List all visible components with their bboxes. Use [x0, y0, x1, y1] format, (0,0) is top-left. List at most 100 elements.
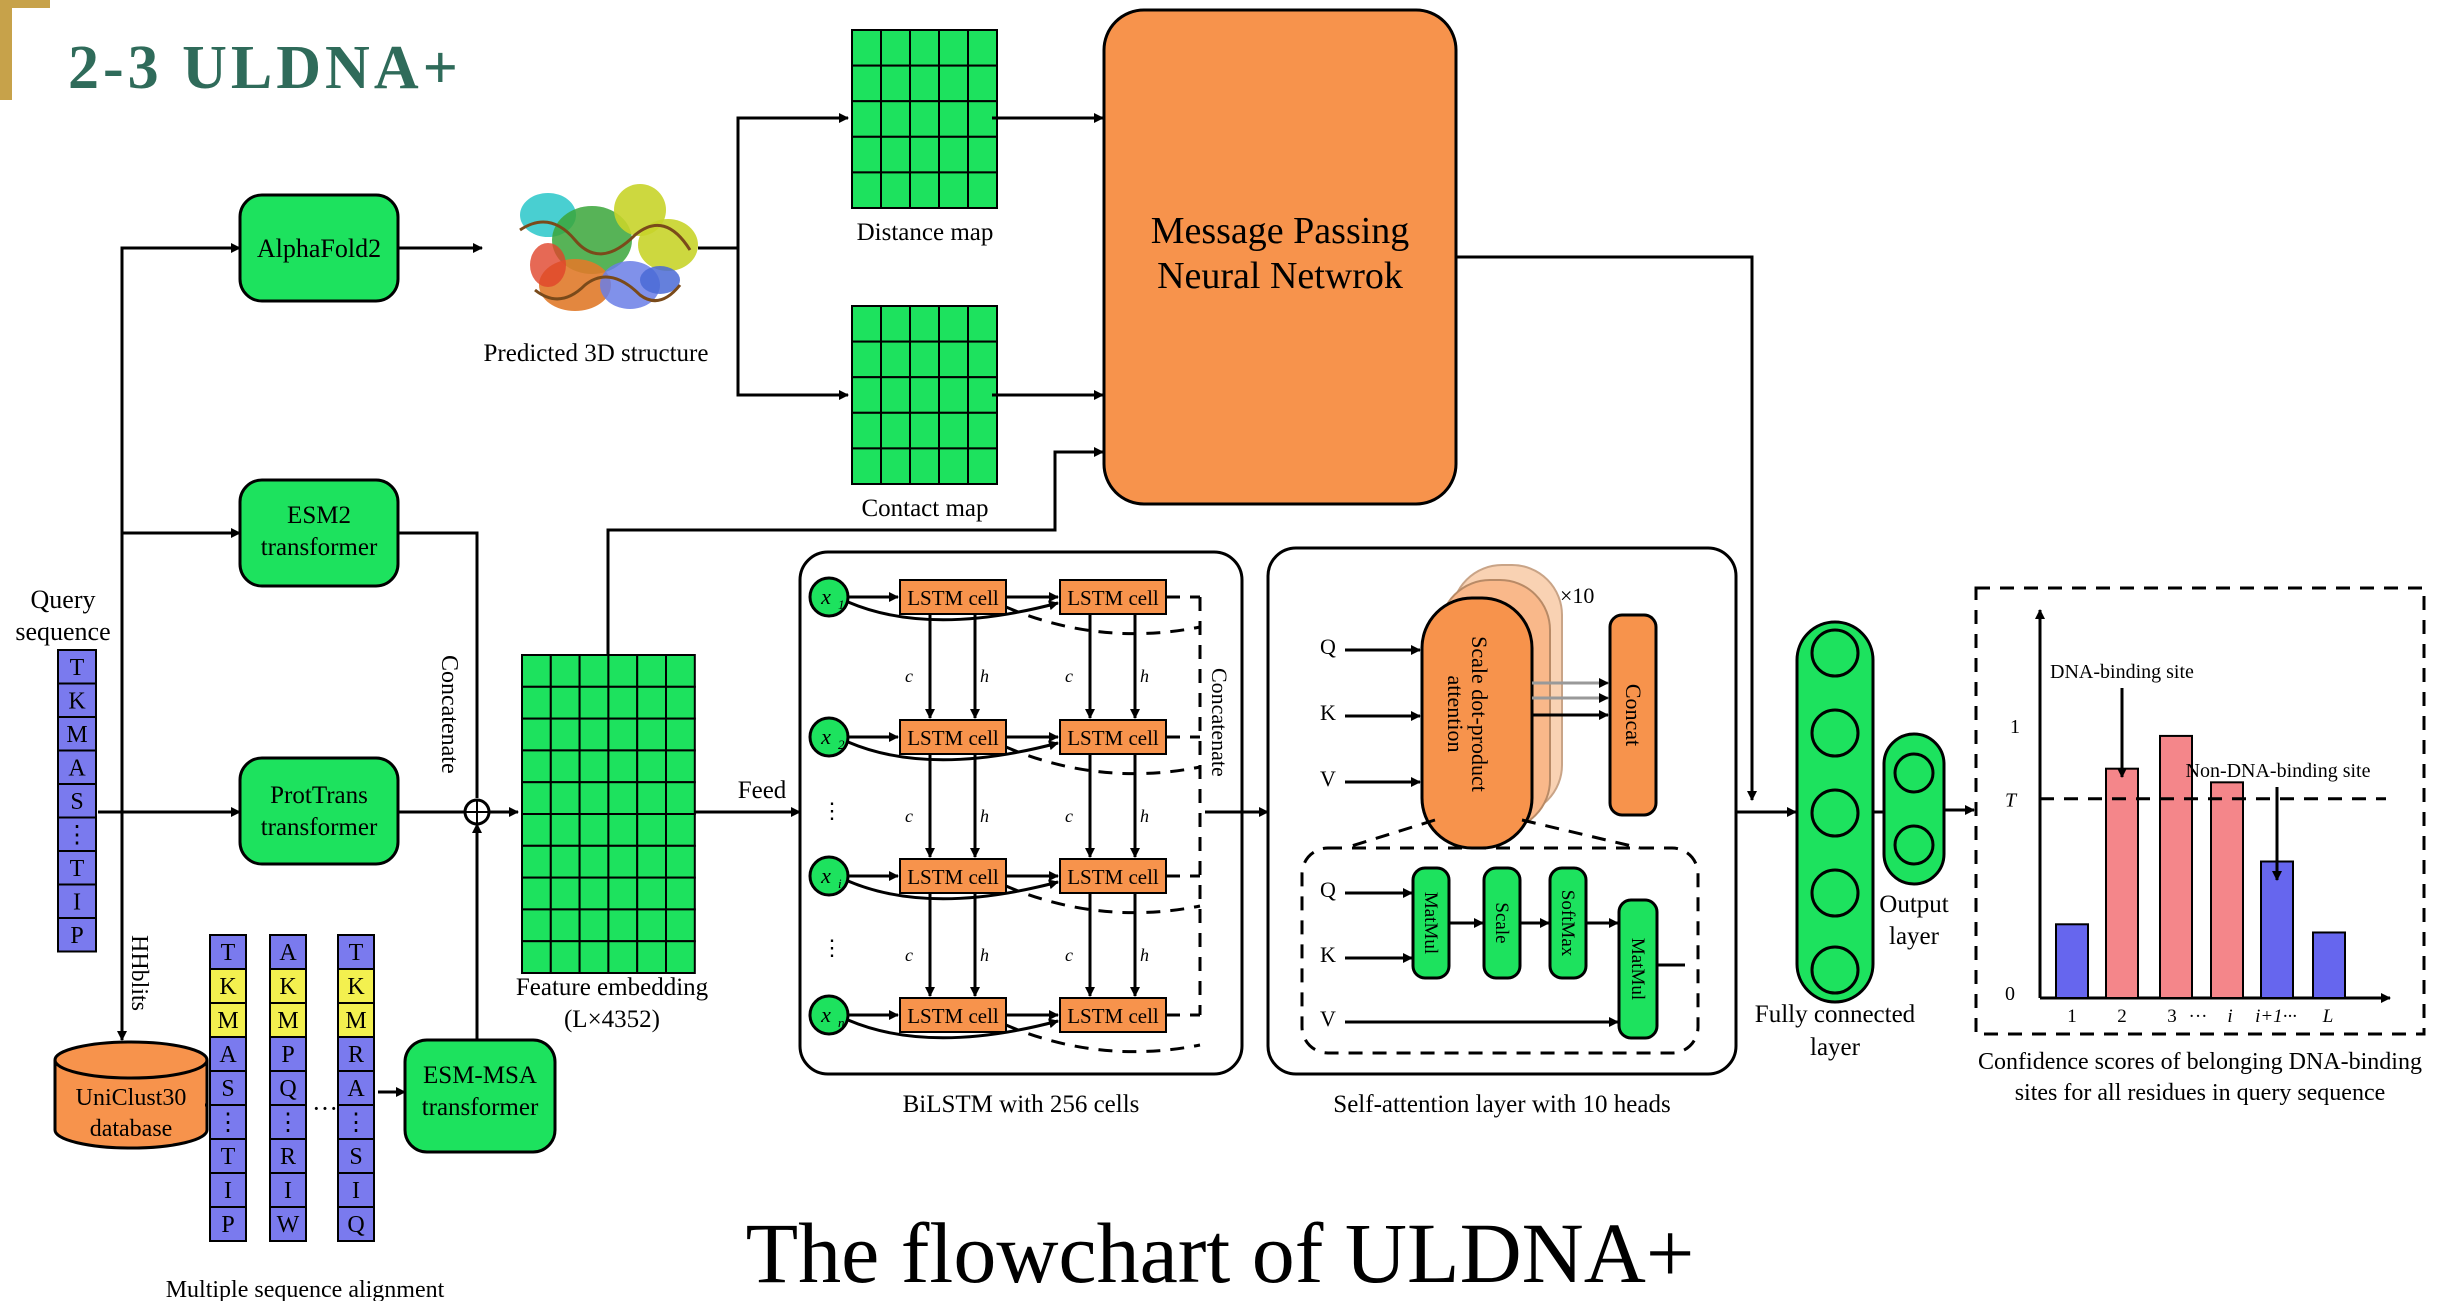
confidence-bar [2260, 860, 2294, 999]
msa-col-2-residue: R [280, 1144, 296, 1170]
fc-neuron [1810, 945, 1860, 995]
feature-cell [549, 940, 581, 975]
msa-col-3-residue: T [349, 940, 364, 966]
feature-cell [549, 876, 581, 911]
contact-cell [938, 305, 969, 343]
lstm-cell-label: LSTM cell [907, 726, 999, 750]
feature-cell [521, 908, 552, 943]
x-tick: i+1··· [2255, 1006, 2297, 1027]
esm2-box [238, 478, 400, 588]
cell-state-label: c [905, 666, 913, 686]
output-neuron-2 [1893, 824, 1935, 866]
bilstm-input-label: x [820, 1002, 831, 1027]
msa-col-1-cell [209, 1104, 247, 1140]
contact-cell [909, 411, 940, 450]
contact-cell [851, 447, 882, 485]
feature-cell [665, 685, 696, 720]
contact-cell [880, 411, 911, 450]
contact-cell [880, 447, 911, 485]
contact-cell [851, 305, 882, 343]
contact-cell [851, 340, 882, 379]
feature-cell [665, 813, 696, 847]
msa-col-1-residue: T [221, 940, 236, 966]
feature-cell [521, 940, 552, 975]
query-label-1: Query [31, 585, 96, 614]
feature-cell [521, 717, 552, 752]
feature-cell [578, 781, 610, 816]
msa-col-1-cell [209, 1206, 247, 1242]
msa-col-3-residue: A [347, 1076, 365, 1102]
msa-col-1-residue: T [221, 1144, 236, 1170]
contact-cell [851, 376, 882, 414]
contact-cell [967, 447, 998, 485]
query-residue: I [73, 889, 81, 915]
query-residue: S [70, 789, 83, 815]
query-residue: M [66, 722, 87, 748]
msa-col-1-residue: P [221, 1212, 234, 1238]
distance-cell [851, 29, 882, 67]
feature-cell [549, 717, 581, 752]
feature-cell [578, 654, 610, 688]
distance-cell [880, 171, 911, 209]
detail-k: K [1320, 942, 1336, 967]
feature-cell [665, 940, 696, 975]
x-tick: 2 [2117, 1006, 2127, 1027]
msa-col-3-residue: ⋮ [344, 1110, 368, 1136]
fc-neurons [1810, 628, 1860, 995]
feature-cell [521, 685, 552, 720]
concat-label: Concat [1621, 684, 1646, 746]
qkv-q: Q [1320, 634, 1336, 659]
msa-col-3-residue: S [349, 1144, 362, 1170]
output-neuron-1 [1893, 752, 1935, 794]
bilstm-ellipsis: ⋮ [821, 935, 843, 960]
query-cell [57, 816, 97, 852]
qkv-v: V [1320, 766, 1336, 791]
contact-cell [880, 305, 911, 343]
structure-label: Predicted 3D structure [484, 340, 709, 367]
contact-map-grid [851, 305, 998, 485]
msa-col-3-cell [337, 968, 375, 1004]
feature-cell [549, 813, 581, 847]
feature-cell [665, 749, 696, 784]
bilstm-input-subscript: 1 [838, 597, 845, 612]
fc-neuron [1810, 628, 1860, 678]
feature-cell [549, 685, 581, 720]
cell-state-label: c [1065, 806, 1073, 826]
feature-cell [607, 685, 639, 720]
distance-map-label: Distance map [857, 219, 994, 246]
feature-label-1: Feature embedding [516, 974, 709, 1001]
msa-col-3-cell [337, 1036, 375, 1072]
feature-cell [549, 908, 581, 943]
contact-cell [880, 340, 911, 379]
x-tick: 1 [2067, 1006, 2077, 1027]
lstm-cell-label: LSTM cell [1067, 1004, 1159, 1028]
contact-cell [967, 305, 998, 343]
distance-cell [938, 100, 969, 138]
bilstm-input-subscript: n [838, 1015, 845, 1030]
distance-cell [938, 135, 969, 174]
lstm-cell-label: LSTM cell [1067, 726, 1159, 750]
msa-col-3-residue: I [352, 1178, 360, 1204]
feature-label-2: (L×4352) [564, 1006, 660, 1033]
msa-col-3-cell [337, 1172, 375, 1208]
alphafold2-label: AlphaFold2 [257, 234, 381, 263]
feature-cell [607, 717, 639, 752]
feature-cell [665, 781, 696, 816]
distance-cell [967, 135, 998, 174]
feature-cell [549, 654, 581, 688]
concat-box [1608, 613, 1658, 817]
msa-col-2-residue: W [277, 1212, 300, 1238]
confidence-bar [2312, 931, 2346, 999]
prottrans-label-1: ProtTrans [270, 782, 368, 809]
msa-col-1-residue: M [217, 1008, 238, 1034]
query-residue: T [70, 655, 85, 681]
op-matmul-2: MatMul [1627, 938, 1648, 1000]
query-cell [57, 883, 97, 919]
distance-cell [909, 64, 940, 103]
feature-cell [549, 749, 581, 784]
feature-cell [578, 813, 610, 847]
contact-cell [909, 340, 940, 379]
distance-cell [880, 135, 911, 174]
database-label-2: database [90, 1116, 173, 1142]
feature-cell [578, 876, 610, 911]
